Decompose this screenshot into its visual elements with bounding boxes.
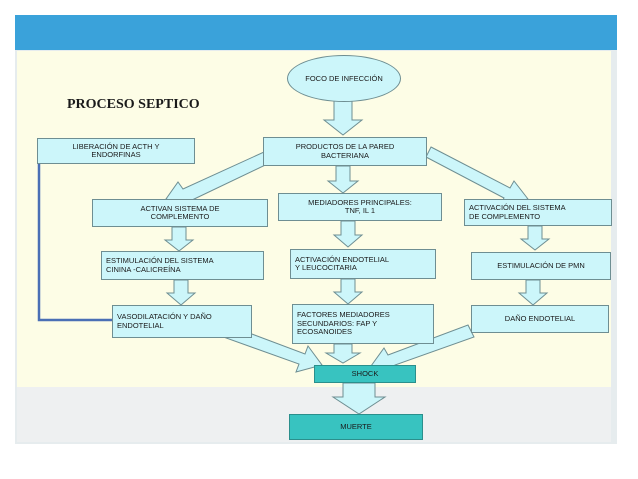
- node-estimulacion-cinina: ESTIMULACIÓN DEL SISTEMA CININA -CALICRE…: [101, 251, 264, 280]
- arrow-foco-productos: [322, 100, 364, 136]
- node-productos-label: PRODUCTOS DE LA PARED BACTERIANA: [295, 142, 395, 160]
- node-activacion-sistema: ACTIVACIÓN DEL SISTEMA DE COMPLEMENTO: [464, 199, 612, 226]
- node-factores: FACTORES MEDIADORES SECUNDARIOS: FAP Y E…: [292, 304, 434, 344]
- node-liberacion: LIBERACIÓN DE ACTH Y ENDORFINAS: [37, 138, 195, 164]
- node-foco-label: FOCO DE INFECCIÓN: [305, 74, 383, 83]
- node-foco: FOCO DE INFECCIÓN: [287, 55, 401, 102]
- node-vasodilatacion: VASODILATACIÓN Y DAÑO ENDOTELIAL: [112, 305, 252, 338]
- node-activacion-endotelial-label: ACTIVACIÓN ENDOTELIAL Y LEUCOCITARIA: [295, 254, 390, 272]
- node-estimulacion-pmn-label: ESTIMULACIÓN DE PMN: [497, 260, 585, 270]
- node-productos: PRODUCTOS DE LA PARED BACTERIANA: [263, 137, 427, 166]
- arrow-pmn-dano: [517, 279, 549, 306]
- node-muerte-label: MUERTE: [340, 421, 372, 431]
- node-mediadores: MEDIADORES PRINCIPALES: TNF, IL 1: [278, 193, 442, 221]
- arrow-sistema-pmn: [519, 225, 551, 251]
- arrow-cinina-vaso: [165, 279, 197, 306]
- arrow-mediadores-activacion: [332, 220, 364, 248]
- node-mediadores-label: MEDIADORES PRINCIPALES: TNF, IL 1: [308, 197, 412, 215]
- node-activacion-endotelial: ACTIVACIÓN ENDOTELIAL Y LEUCOCITARIA: [290, 249, 436, 279]
- header-band: [15, 15, 617, 50]
- arrow-shock-muerte: [331, 382, 387, 415]
- node-estimulacion-cinina-label: ESTIMULACIÓN DEL SISTEMA CININA -CALICRE…: [106, 256, 214, 274]
- node-activan: ACTIVAN SISTEMA DE COMPLEMENTO: [92, 199, 268, 227]
- node-dano: DAÑO ENDOTELIAL: [471, 305, 609, 333]
- node-activacion-sistema-label: ACTIVACIÓN DEL SISTEMA DE COMPLEMENTO: [469, 203, 566, 221]
- node-shock: SHOCK: [314, 365, 416, 383]
- node-factores-label: FACTORES MEDIADORES SECUNDARIOS: FAP Y E…: [297, 310, 390, 337]
- arrow-productos-mediadores: [326, 165, 360, 194]
- node-activan-label: ACTIVAN SISTEMA DE COMPLEMENTO: [140, 203, 220, 221]
- node-dano-label: DAÑO ENDOTELIAL: [504, 313, 576, 323]
- acth-connector-line: [37, 163, 113, 322]
- arrow-activan-cinina: [163, 226, 195, 252]
- diagram-title: PROCESO SEPTICO: [67, 97, 200, 112]
- node-vasodilatacion-label: VASODILATACIÓN Y DAÑO ENDOTELIAL: [117, 312, 212, 330]
- node-liberacion-label: LIBERACIÓN DE ACTH Y ENDORFINAS: [72, 141, 160, 159]
- arrow-factores-shock: [324, 343, 362, 364]
- node-shock-label: SHOCK: [351, 368, 379, 378]
- arrow-activacion-factores: [332, 278, 364, 305]
- node-muerte: MUERTE: [289, 414, 423, 440]
- node-estimulacion-pmn: ESTIMULACIÓN DE PMN: [471, 252, 611, 280]
